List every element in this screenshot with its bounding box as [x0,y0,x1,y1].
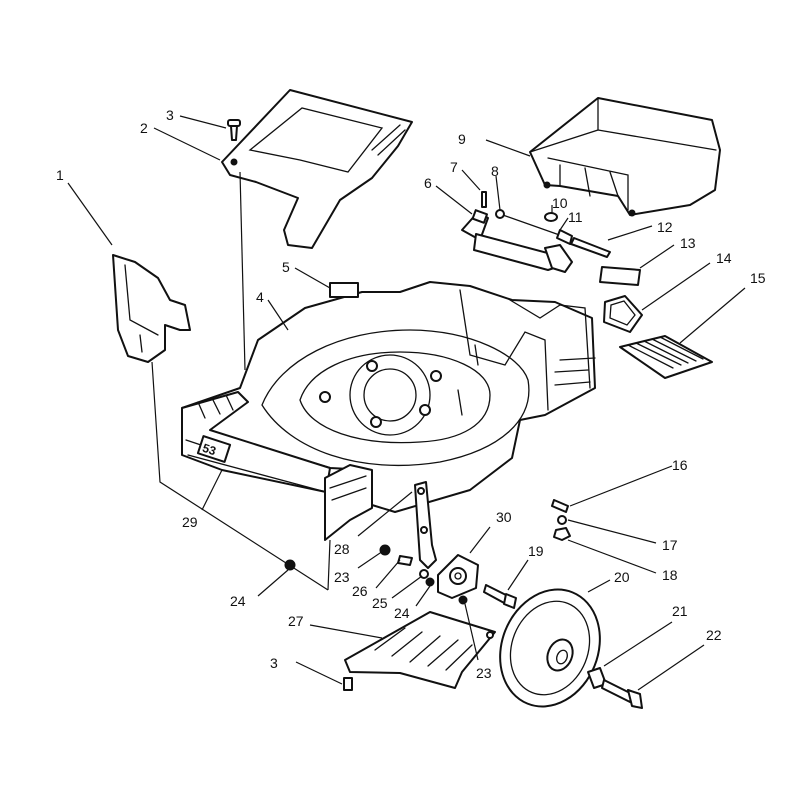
mower-deck-part-4 [181,281,596,541]
callout-23-left: 23 [334,569,350,585]
callout-23-bottom: 23 [476,665,492,681]
wheel-adjuster-part-30 [437,554,479,599]
callout-27: 27 [288,613,304,629]
callout-26: 26 [352,583,368,599]
fastener-parts-16-18 [551,499,571,541]
callout-1: 1 [56,167,64,183]
callout-19: 19 [528,543,544,559]
washer-part-23-lower [458,595,468,605]
callout-18: 18 [662,567,678,583]
callout-29: 29 [182,514,198,530]
callout-2: 2 [140,120,148,136]
decal-part-13 [599,266,641,286]
callout-22: 22 [706,627,722,643]
nut-part-24-right [425,577,435,587]
callout-24-right: 24 [394,605,410,621]
callout-13: 13 [680,235,696,251]
wheel-bolt-part-22 [601,679,643,709]
decal-part-5 [329,282,359,298]
callout-7: 7 [450,159,458,175]
callout-11: 11 [568,209,583,225]
shoulder-bolt-part-19 [483,584,517,609]
callout-14: 14 [716,250,732,266]
callout-labels: 1 2 3 4 5 6 7 8 9 10 11 12 13 14 15 16 1… [56,107,766,681]
height-bracket-part-28 [414,481,437,569]
callout-16: 16 [672,457,688,473]
callout-25: 25 [372,595,388,611]
callout-15: 15 [750,270,766,286]
wheel-part-20 [499,588,601,708]
callout-4: 4 [256,289,264,305]
callout-10: 10 [552,195,568,211]
rear-shield-part-27 [344,611,496,689]
callout-3-bottom: 3 [270,655,278,671]
callout-12: 12 [657,219,673,235]
callout-3-top: 3 [166,107,174,123]
callout-30: 30 [496,509,512,525]
callout-21: 21 [672,603,688,619]
model-decal-part-29: 53 [196,435,232,463]
screw-part-3-top [227,119,241,141]
leader-lines [67,115,746,691]
rear-cover-part-9 [529,97,721,217]
callout-9: 9 [458,131,466,147]
screw-part-3-bottom [343,677,353,691]
window-part-14 [603,295,643,333]
cover-plate-part-2 [221,89,413,249]
callout-6: 6 [424,175,432,191]
model-decal-text: 53 [201,441,218,459]
rear-bracket-parts-6-12 [461,191,611,273]
callout-28: 28 [334,541,350,557]
callout-17: 17 [662,537,678,553]
callout-20: 20 [614,569,630,585]
washer-part-23 [379,544,391,556]
side-plate-part-1 [112,254,191,363]
grille-part-15 [619,335,713,379]
callout-5: 5 [282,259,290,275]
callout-8: 8 [491,163,499,179]
callout-24-left: 24 [230,593,246,609]
